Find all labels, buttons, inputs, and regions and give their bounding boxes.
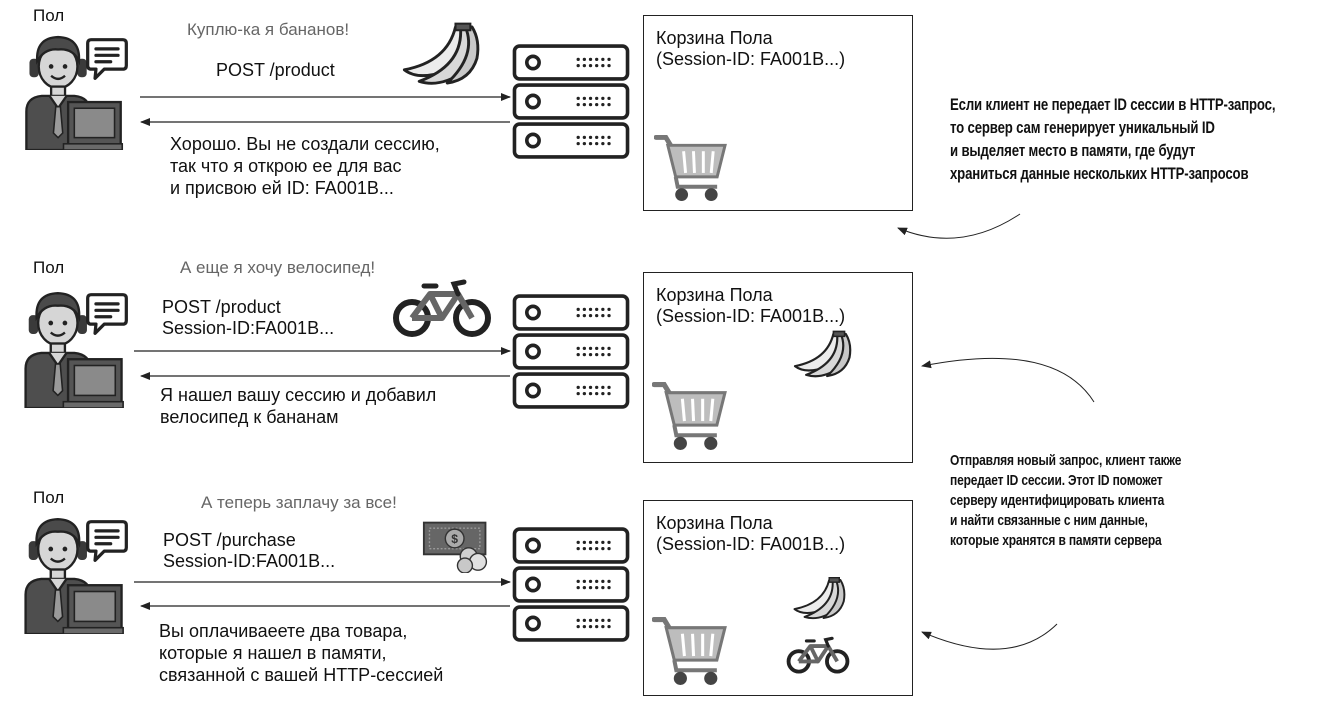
request-text: POST /purchase Session-ID:FA001B...: [163, 530, 336, 571]
user-label: Пол: [33, 258, 65, 277]
banana-icon: [793, 576, 846, 620]
server-icon: [512, 527, 630, 642]
thought-text: А еще я хочу велосипед!: [180, 258, 376, 277]
session-cart-box: Корзина Пола (Session-ID: FA001B...): [643, 272, 913, 463]
annotation-arrow: [921, 623, 1058, 650]
user-label: Пол: [33, 6, 65, 25]
money-icon: [422, 521, 488, 573]
annotation-arrow: [921, 357, 1095, 403]
speech-bubble-icon: [86, 520, 128, 562]
server-icon: [512, 44, 630, 159]
response-text: Я нашел вашу сессию и добавил велосипед …: [160, 385, 437, 427]
banana-icon: [402, 22, 480, 85]
note-new-session: Если клиент не передает ID сессии в HTTP…: [950, 96, 1276, 183]
session-cart-box: Корзина Пола (Session-ID: FA001B...): [643, 500, 913, 696]
thought-text: Куплю-ка я бананов!: [187, 20, 350, 39]
bicycle-icon: [786, 636, 850, 674]
annotation-arrow: [897, 213, 1021, 239]
user-label: Пол: [33, 488, 65, 507]
speech-bubble-icon: [86, 38, 128, 80]
server-icon: [512, 294, 630, 409]
request-text: POST /product Session-ID:FA001B...: [162, 297, 335, 338]
speech-bubble-icon: [86, 293, 128, 335]
cart-title: Корзина Пола (Session-ID: FA001B...): [656, 285, 846, 326]
shopping-cart-icon: [652, 611, 728, 691]
request-text: POST /product: [216, 60, 335, 80]
banana-icon: [793, 330, 852, 378]
shopping-cart-icon: [654, 133, 728, 203]
shopping-cart-icon: [652, 379, 728, 453]
session-cart-box: Корзина Пола (Session-ID: FA001B...): [643, 15, 913, 211]
thought-text: А теперь заплачу за все!: [201, 493, 397, 512]
response-text: Хорошо. Вы не создали сессию, так что я …: [170, 134, 440, 198]
response-text: Вы оплачиваеете два товара, которые я на…: [159, 621, 444, 685]
cart-title: Корзина Пола (Session-ID: FA001B...): [656, 513, 846, 554]
cart-title: Корзина Пола (Session-ID: FA001B...): [656, 28, 846, 69]
bicycle-icon: [392, 278, 492, 338]
note-existing-session: Отправляя новый запрос, клиент также пер…: [950, 452, 1182, 549]
